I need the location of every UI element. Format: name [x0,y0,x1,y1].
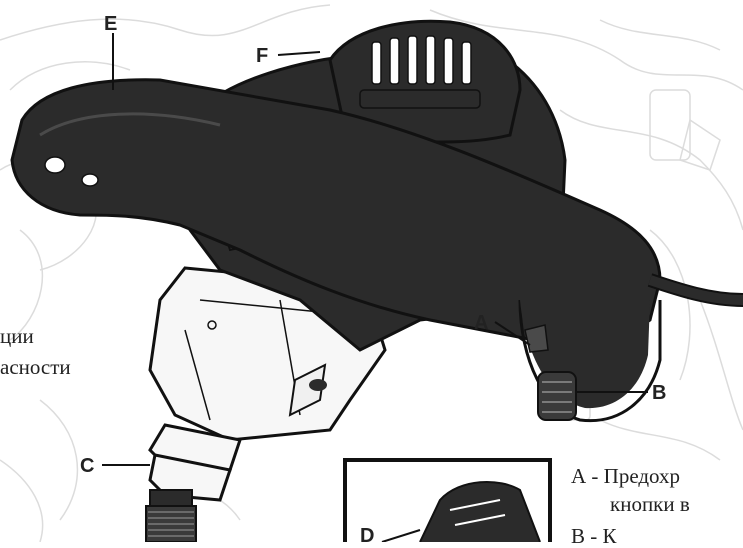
leader-d [381,529,421,542]
handle-bar [10,78,743,423]
leader-lines [102,33,648,542]
callout-c: C [80,455,94,477]
legend-left-line-2: асности [0,355,71,379]
callout-d: D [360,525,374,542]
vent-slots [359,35,481,109]
legend-left-line-1: ции [0,324,34,348]
callout-f: F [256,45,268,67]
legend-right-line-2: кнопки в [610,492,690,516]
spindle [145,489,197,542]
leader-a [494,321,531,346]
legend-right-line-1: А - Предохр [571,464,681,488]
callout-b: B [652,382,666,404]
legend-right-line-3: В - К [571,524,617,548]
inset-frame [343,458,552,542]
callout-a: A [474,312,488,334]
leader-f [277,51,321,56]
callout-e: E [104,13,117,35]
neck-collar [148,423,242,502]
